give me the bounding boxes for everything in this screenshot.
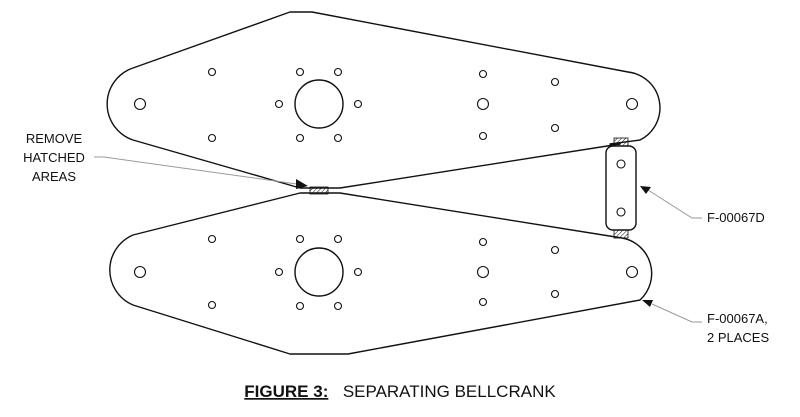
link-part-callout: F-00067D: [707, 210, 765, 225]
remove-leader-line: [94, 156, 305, 186]
plate-arrowhead: [642, 300, 653, 307]
upper-holes: [133, 67, 639, 143]
link-leader-line: [647, 189, 702, 219]
upper-link-hatched-tab: [613, 137, 629, 147]
lower-plate: [109, 192, 653, 355]
remove-hatched-callout: REMOVE HATCHED AREAS: [23, 131, 85, 184]
leader-lines: [94, 156, 702, 323]
center-hatched-tab: [309, 186, 329, 195]
remove-arrowhead: [296, 179, 308, 189]
upper-plate: [106, 11, 661, 189]
plate-part-number: F-00067A,: [707, 311, 768, 326]
upper-plate-outline: [106, 11, 661, 189]
lower-plate-outline: [109, 192, 653, 355]
lower-link-hatched-tab: [613, 229, 629, 239]
link-bar-outline: [605, 145, 637, 231]
callout-line-remove: REMOVE: [26, 131, 83, 146]
link-bar: [605, 145, 637, 231]
upper-hub-bore: [294, 79, 344, 129]
link-bar-hole-top: [616, 159, 626, 169]
leader-arrowheads: [296, 179, 653, 307]
plate-part-quantity: 2 PLACES: [707, 330, 769, 345]
lower-hub-bore: [294, 247, 344, 297]
callout-line-areas: AREAS: [32, 169, 76, 184]
plate-leader-line: [651, 303, 702, 323]
hatched-areas: [309, 137, 629, 239]
figure-caption: FIGURE 3: SEPARATING BELLCRANK: [244, 382, 556, 401]
callout-line-hatched: HATCHED: [23, 150, 85, 165]
link-arrowhead: [640, 186, 651, 194]
lower-holes: [133, 234, 639, 311]
plate-part-callout: F-00067A, 2 PLACES: [707, 311, 769, 345]
figure-title: SEPARATING BELLCRANK: [343, 382, 557, 401]
figure-label: FIGURE 3:: [244, 382, 328, 401]
link-bar-hole-bottom: [616, 207, 626, 217]
